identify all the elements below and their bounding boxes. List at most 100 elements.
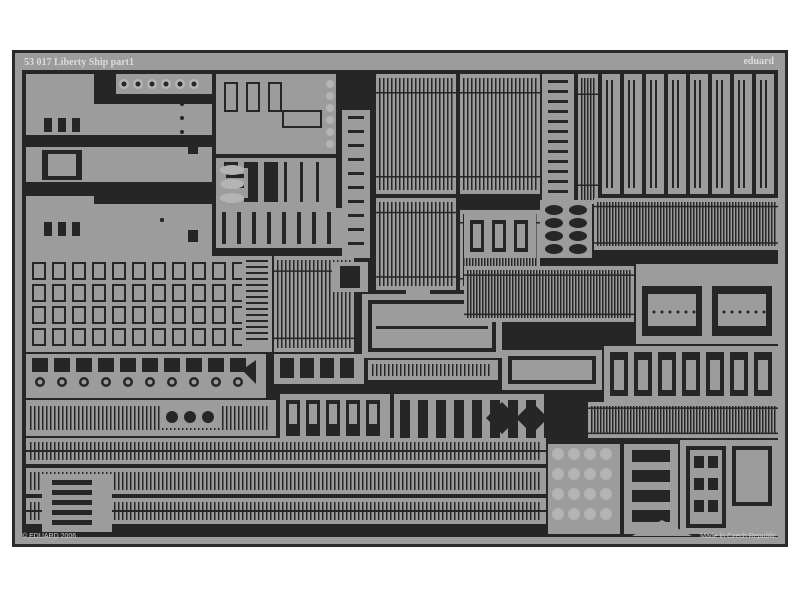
etched-gap (456, 364, 458, 376)
etched-gap (476, 364, 478, 376)
etched-gap (694, 456, 704, 468)
etched-gap (466, 472, 468, 490)
etched-gap (690, 406, 692, 434)
etched-part (226, 84, 236, 110)
etched-gap (281, 260, 283, 348)
etched-gap (110, 406, 112, 430)
etched-gap (285, 260, 287, 348)
etched-gap (434, 472, 436, 490)
etched-gap (536, 270, 538, 318)
etched-gap (548, 160, 568, 163)
etched-gap (34, 406, 36, 430)
etched-gap (732, 202, 734, 246)
etched-gap (300, 358, 314, 378)
etched-gap (90, 406, 92, 430)
etched-gap (548, 170, 568, 173)
etched-gap (284, 162, 287, 202)
etched-gap (26, 510, 546, 512)
etched-gap (222, 406, 224, 430)
etched-gap (632, 450, 670, 462)
etched-gap (274, 270, 354, 272)
etched-gap (424, 364, 426, 376)
etched-gap (548, 120, 568, 123)
etched-gap (600, 202, 602, 246)
etched-gap (633, 80, 635, 188)
etched-gap (58, 406, 60, 430)
etched-gap (348, 242, 364, 245)
etched-hole (668, 310, 672, 314)
etched-gap (395, 202, 397, 286)
round-part (326, 116, 334, 124)
etched-gap (142, 472, 144, 490)
etched-part (114, 286, 124, 300)
etched-gap (654, 202, 656, 246)
etched-gap (366, 472, 368, 490)
etched-gap (578, 93, 598, 95)
etched-gap (705, 406, 707, 434)
etched-part (289, 404, 297, 424)
etched-gap (348, 116, 364, 119)
etched-gap (756, 202, 758, 246)
etched-gap (620, 270, 622, 318)
etched-gap (666, 202, 668, 246)
etched-gap (572, 270, 574, 318)
disc-part (568, 508, 580, 520)
etched-part (614, 360, 624, 390)
etched-gap (479, 78, 481, 190)
etched-part (54, 264, 64, 278)
etched-gap (491, 78, 493, 190)
etched-gap (38, 472, 40, 490)
etched-gap (26, 182, 212, 196)
etched-gap (146, 472, 148, 490)
etched-gap (633, 406, 635, 434)
etched-gap (711, 406, 713, 434)
etched-hole (147, 379, 153, 385)
etched-hole (191, 81, 197, 87)
etched-part (369, 404, 377, 424)
etched-gap (464, 274, 634, 276)
etched-gap (348, 130, 364, 133)
etched-gap (450, 472, 452, 490)
etched-gap (523, 78, 525, 190)
etched-gap (645, 406, 647, 434)
etched-part (94, 330, 104, 344)
disc-part (600, 488, 612, 500)
round-part (326, 80, 334, 88)
etched-part (473, 224, 481, 248)
etched-gap (310, 472, 312, 490)
etched-gap (488, 270, 490, 318)
etched-part (174, 286, 184, 300)
etched-gap (663, 202, 665, 246)
disc-part (600, 508, 612, 520)
etched-gap (246, 284, 268, 286)
etched-gap (277, 260, 279, 348)
etched-gap (454, 400, 464, 438)
etched-gap (106, 406, 108, 430)
etched-gap (391, 78, 393, 190)
origin-text: Made in Czech Republic (700, 533, 776, 540)
etched-gap (439, 202, 441, 286)
etched-part (214, 330, 224, 344)
etched-hole (754, 310, 758, 314)
etched-gap (702, 202, 704, 246)
window-slot (58, 222, 66, 236)
etched-gap (630, 202, 632, 246)
etched-gap (246, 290, 268, 292)
etched-gap (503, 270, 505, 318)
etched-gap (379, 78, 381, 190)
etched-gap (609, 202, 611, 246)
etched-gap (178, 472, 180, 490)
etched-gap (744, 202, 746, 246)
etched-part (94, 286, 104, 300)
etched-gap (548, 110, 568, 113)
etched-gap (114, 472, 116, 490)
etched-gap (262, 472, 264, 490)
etched-gap (765, 406, 767, 434)
etched-gap (768, 406, 770, 434)
etched-gap (230, 472, 232, 490)
etched-gap (506, 270, 508, 318)
etched-gap (645, 202, 647, 246)
etched-gap (621, 406, 623, 434)
etched-gap (590, 78, 592, 200)
etched-gap (378, 472, 380, 490)
